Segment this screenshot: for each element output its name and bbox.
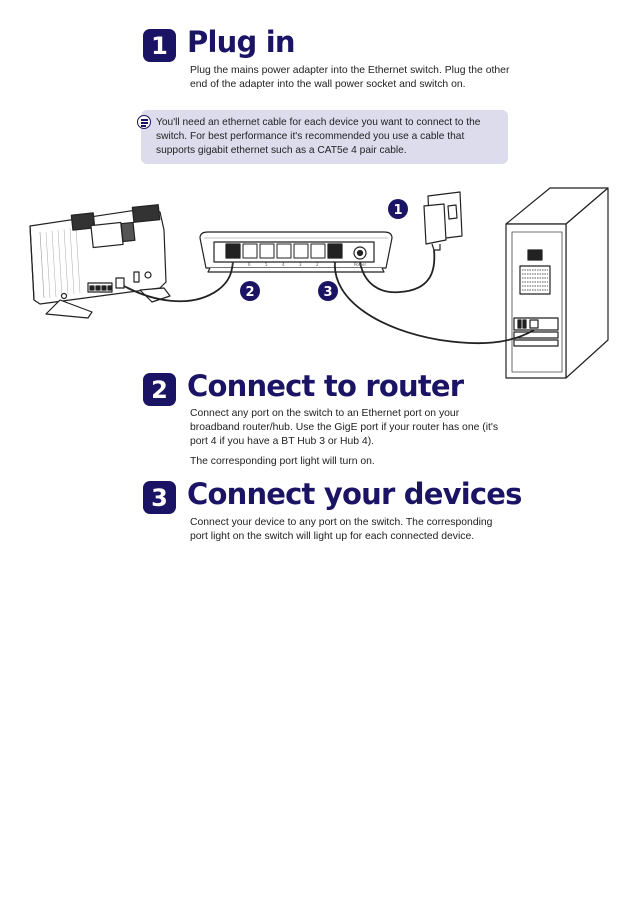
callout-3: 3 bbox=[318, 281, 338, 301]
port-label: 2 bbox=[316, 262, 319, 267]
step-1-body: Plug the mains power adapter into the Et… bbox=[190, 64, 510, 98]
callout-1-label: 1 bbox=[393, 203, 402, 218]
switch-illustration bbox=[199, 231, 393, 273]
step-3-paragraph: Connect your device to any port on the s… bbox=[190, 517, 493, 542]
callout-2: 2 bbox=[240, 281, 260, 301]
port-label: 7 bbox=[231, 262, 234, 267]
callout-1: 1 bbox=[388, 199, 408, 219]
callout-2-label: 2 bbox=[245, 285, 254, 300]
port-label: Power bbox=[354, 262, 366, 267]
note-box: You'll need an ethernet cable for each d… bbox=[137, 110, 508, 164]
port-label: 1 bbox=[333, 262, 336, 267]
callout-3-label: 3 bbox=[323, 285, 332, 300]
step-2-title: Connect to router bbox=[187, 369, 464, 403]
router-illustration bbox=[29, 204, 171, 319]
pc-tower-illustration bbox=[505, 187, 609, 379]
step-2-paragraph-2: The corresponding port light will turn o… bbox=[190, 456, 375, 467]
step-1-badge: 1 bbox=[143, 29, 176, 62]
step-3-title: Connect your devices bbox=[187, 477, 522, 511]
step-1-title: Plug in bbox=[187, 25, 295, 59]
step-2-badge: 2 bbox=[143, 373, 176, 406]
step-1-paragraph: Plug the mains power adapter into the Et… bbox=[190, 65, 510, 90]
power-adapter-illustration bbox=[423, 191, 463, 251]
port-labels: 7 6 5 4 3 2 1 Power bbox=[231, 262, 366, 267]
step-3-body: Connect your device to any port on the s… bbox=[190, 516, 510, 550]
port-label: 6 bbox=[248, 262, 251, 267]
step-3-badge: 3 bbox=[143, 481, 176, 514]
note-text: You'll need an ethernet cable for each d… bbox=[156, 117, 481, 156]
note-icon bbox=[137, 115, 151, 129]
port-label: 4 bbox=[282, 262, 285, 267]
step-2-paragraph-1: Connect any port on the switch to an Eth… bbox=[190, 408, 499, 447]
step-2-body: Connect any port on the switch to an Eth… bbox=[190, 407, 510, 475]
cables bbox=[123, 249, 535, 345]
port-label: 3 bbox=[299, 262, 302, 267]
port-label: 5 bbox=[265, 262, 268, 267]
